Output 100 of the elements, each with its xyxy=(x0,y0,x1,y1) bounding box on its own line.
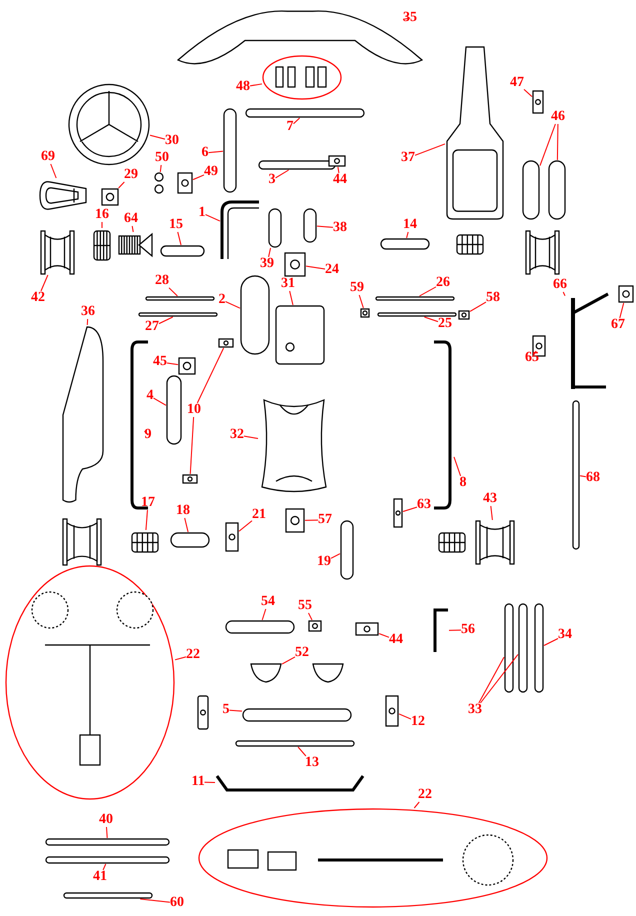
callout-number: 32 xyxy=(230,428,244,442)
callout-number: 34 xyxy=(558,628,572,642)
leader-line xyxy=(238,520,252,532)
leader-line xyxy=(316,226,334,228)
cup-drawing xyxy=(250,662,282,684)
rod-drawing xyxy=(548,160,566,220)
leader-line xyxy=(250,83,262,86)
callout-number: 13 xyxy=(305,756,319,770)
leader-line xyxy=(145,510,148,530)
leader-line xyxy=(424,316,438,322)
callout-number: 68 xyxy=(586,471,600,485)
leader-line xyxy=(289,290,294,306)
callout-number: 21 xyxy=(252,508,266,522)
callout-number: 17 xyxy=(141,496,155,510)
callout-number: 10 xyxy=(187,403,201,417)
bracket-drawing xyxy=(284,252,306,277)
callout-number: 27 xyxy=(145,320,159,334)
tube-drawing xyxy=(340,520,354,580)
rod-drawing xyxy=(160,245,205,257)
bracket-drawing xyxy=(618,285,634,303)
rod-drawing xyxy=(303,208,317,243)
leader-line xyxy=(204,782,216,784)
callout-number: 28 xyxy=(155,274,169,288)
bracket-drawing xyxy=(308,620,322,632)
callout-number: 44 xyxy=(389,633,403,647)
rod-drawing xyxy=(45,856,170,864)
callout-number: 11 xyxy=(192,775,205,789)
hub-drawing xyxy=(130,530,160,555)
leader-line xyxy=(398,713,412,720)
wheel-rim-drawing xyxy=(40,230,75,275)
leader-line xyxy=(419,286,436,296)
leader-line xyxy=(480,654,518,704)
rod-drawing xyxy=(380,238,430,250)
leader-line xyxy=(118,182,125,188)
rod-drawing xyxy=(235,740,355,747)
callout-number: 30 xyxy=(165,134,179,148)
callout-number: 33 xyxy=(468,703,482,717)
leader-line xyxy=(358,294,364,308)
leader-line xyxy=(282,656,296,665)
plug-drawing xyxy=(532,90,544,114)
rod-drawing xyxy=(225,620,295,634)
callout-number: 65 xyxy=(525,351,539,365)
bracket-drawing xyxy=(182,474,198,484)
leader-line xyxy=(470,302,486,312)
callout-number: 66 xyxy=(553,278,567,292)
rod-drawing xyxy=(375,296,455,301)
callout-number: 47 xyxy=(510,76,524,90)
callout-number: 4 xyxy=(146,389,154,403)
tube-drawing xyxy=(504,603,514,693)
rod-drawing xyxy=(268,208,282,248)
callout-number: 39 xyxy=(260,257,274,271)
leader-line xyxy=(192,174,204,180)
callout-number: 19 xyxy=(317,555,331,569)
bracket-drawing xyxy=(328,155,346,167)
leader-line xyxy=(177,232,182,246)
leader-line xyxy=(454,456,462,476)
leader-line xyxy=(184,518,189,532)
leader-line xyxy=(86,318,88,326)
callout-number: 35 xyxy=(403,11,417,25)
leader-line xyxy=(132,226,134,232)
leader-line xyxy=(490,506,493,520)
leader-line xyxy=(153,398,166,406)
leader-line xyxy=(244,436,258,439)
bracket-drawing xyxy=(178,357,196,375)
leader-line xyxy=(158,316,174,324)
leader-line xyxy=(580,475,586,478)
leader-line xyxy=(160,164,162,172)
callout-number: 58 xyxy=(486,291,500,305)
leader-line xyxy=(532,350,537,358)
side-pod-drawing xyxy=(60,325,105,505)
callout-number: 67 xyxy=(611,318,625,332)
spindle-drawing xyxy=(118,232,153,258)
leader-line xyxy=(190,416,194,474)
callout-number: 1 xyxy=(198,206,206,220)
callout-number: 5 xyxy=(222,703,230,717)
brake-kit-drawing xyxy=(198,808,548,908)
rod-drawing xyxy=(45,838,170,846)
leader-line xyxy=(540,124,556,166)
brake-kit-drawing xyxy=(5,565,175,800)
callout-number: 41 xyxy=(93,870,107,884)
callout-number: 43 xyxy=(483,492,497,506)
leader-line xyxy=(268,248,272,258)
wheel-rim-drawing xyxy=(475,520,515,565)
leader-line xyxy=(414,143,446,156)
bracket-drawing xyxy=(458,310,470,320)
rod-drawing xyxy=(258,160,336,170)
leader-line xyxy=(168,287,178,296)
callout-number: 49 xyxy=(204,165,218,179)
leader-line xyxy=(556,124,558,160)
callout-number: 14 xyxy=(403,218,417,232)
leader-line xyxy=(406,232,409,238)
callout-number: 44 xyxy=(333,173,347,187)
bracket-drawing xyxy=(393,498,403,528)
tube-drawing xyxy=(534,603,544,693)
leader-line xyxy=(275,170,290,178)
rod-drawing xyxy=(145,296,215,301)
rod-drawing xyxy=(242,708,352,722)
clip-set-drawing xyxy=(262,55,342,100)
tube-drawing xyxy=(240,275,270,355)
bracket-drawing xyxy=(177,172,193,194)
